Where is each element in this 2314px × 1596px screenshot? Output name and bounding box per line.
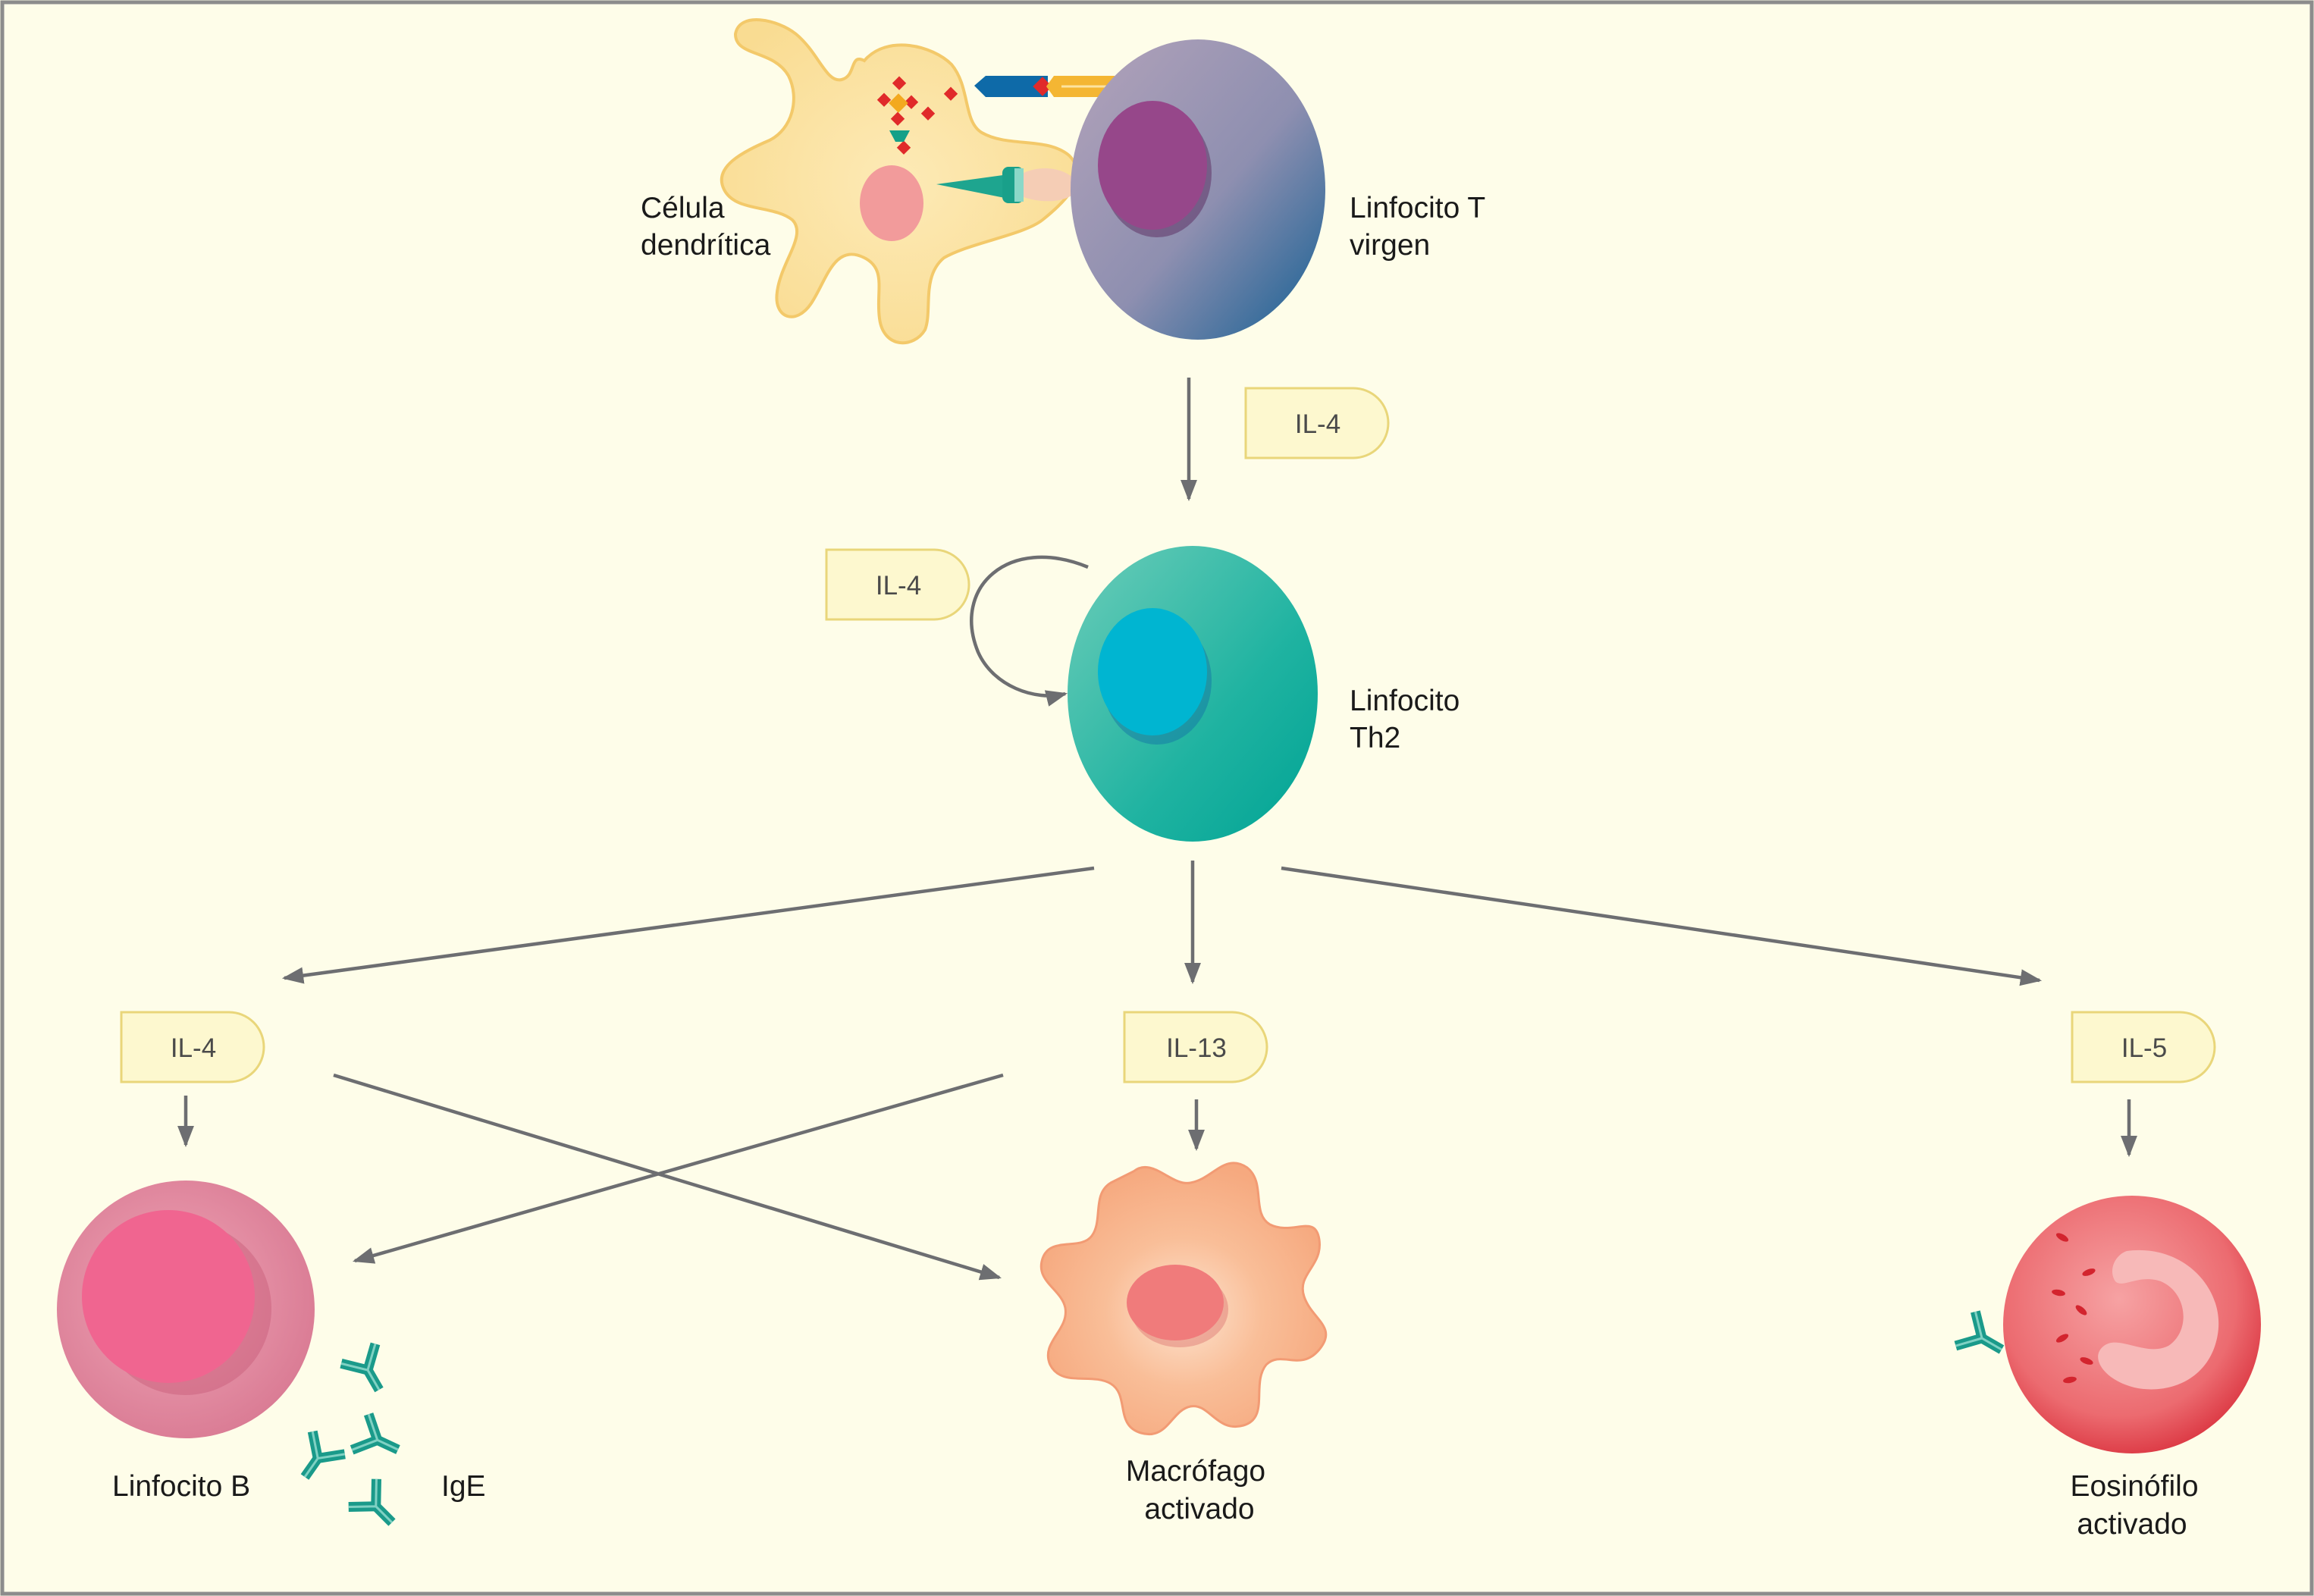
naive-t-cell [1071, 39, 1325, 340]
cytokine-text-eosinophil: IL-5 [2121, 1033, 2167, 1063]
label-macrophage-line1: Macrófago [1126, 1455, 1265, 1488]
arrow-il13-to-b-cell [352, 1073, 1004, 1264]
label-th2-line2: Th2 [1350, 722, 1400, 754]
cytokine-text-macrophage: IL-13 [1166, 1033, 1227, 1063]
cytokine-tag-autocrine: IL-4 [825, 548, 970, 621]
arrow-th2-to-il5 [1281, 866, 2043, 986]
b-cell [57, 1181, 315, 1438]
cytokine-tag-macrophage: IL-13 [1123, 1011, 1268, 1083]
th2-cell [1068, 546, 1318, 842]
macrophage [1039, 1162, 1328, 1436]
cytokine-text-autocrine: IL-4 [876, 571, 921, 600]
cytokine-tag-b-cell: IL-4 [120, 1011, 265, 1083]
b-cell-nucleus [82, 1210, 255, 1383]
dendritic-cell [720, 18, 1079, 345]
label-th2-line1: Linfocito [1350, 685, 1460, 717]
label-naive-t-line1: Linfocito T [1350, 192, 1485, 224]
eosinophil [1955, 1196, 2261, 1453]
naive-t-nucleus [1098, 101, 1207, 230]
mhc-tcr-complex [974, 76, 1115, 97]
cytokine-text-naive-to-th2: IL-4 [1295, 409, 1340, 439]
label-eosinophil-line1: Eosinófilo [2070, 1470, 2198, 1503]
label-macrophage-line2: activado [1144, 1493, 1254, 1525]
eosinophil-granules [2052, 1233, 2096, 1384]
cytokine-tag-eosinophil: IL-5 [2071, 1011, 2216, 1083]
label-ige: IgE [441, 1470, 486, 1503]
label-b-cell: Linfocito B [112, 1470, 250, 1503]
label-naive-t-line2: virgen [1350, 229, 1430, 262]
dendritic-nucleus [860, 165, 923, 241]
macrophage-nucleus [1127, 1265, 1224, 1340]
cytokine-text-b-cell: IL-4 [171, 1033, 216, 1063]
arrow-il4-to-macrophage [333, 1073, 1002, 1281]
eosinophil-nucleus [2098, 1250, 2219, 1390]
arrow-th2-to-il4 [281, 866, 1095, 984]
label-dendritic-line2: dendrítica [641, 229, 771, 262]
autocrine-arrow [970, 555, 1089, 707]
th2-nucleus [1098, 608, 1207, 735]
antigen-fragments [876, 76, 958, 155]
label-eosinophil-line2: activado [2077, 1508, 2187, 1541]
cytokine-tag-naive-to-th2: IL-4 [1244, 387, 1390, 459]
label-dendritic-line1: Célula [641, 192, 725, 224]
